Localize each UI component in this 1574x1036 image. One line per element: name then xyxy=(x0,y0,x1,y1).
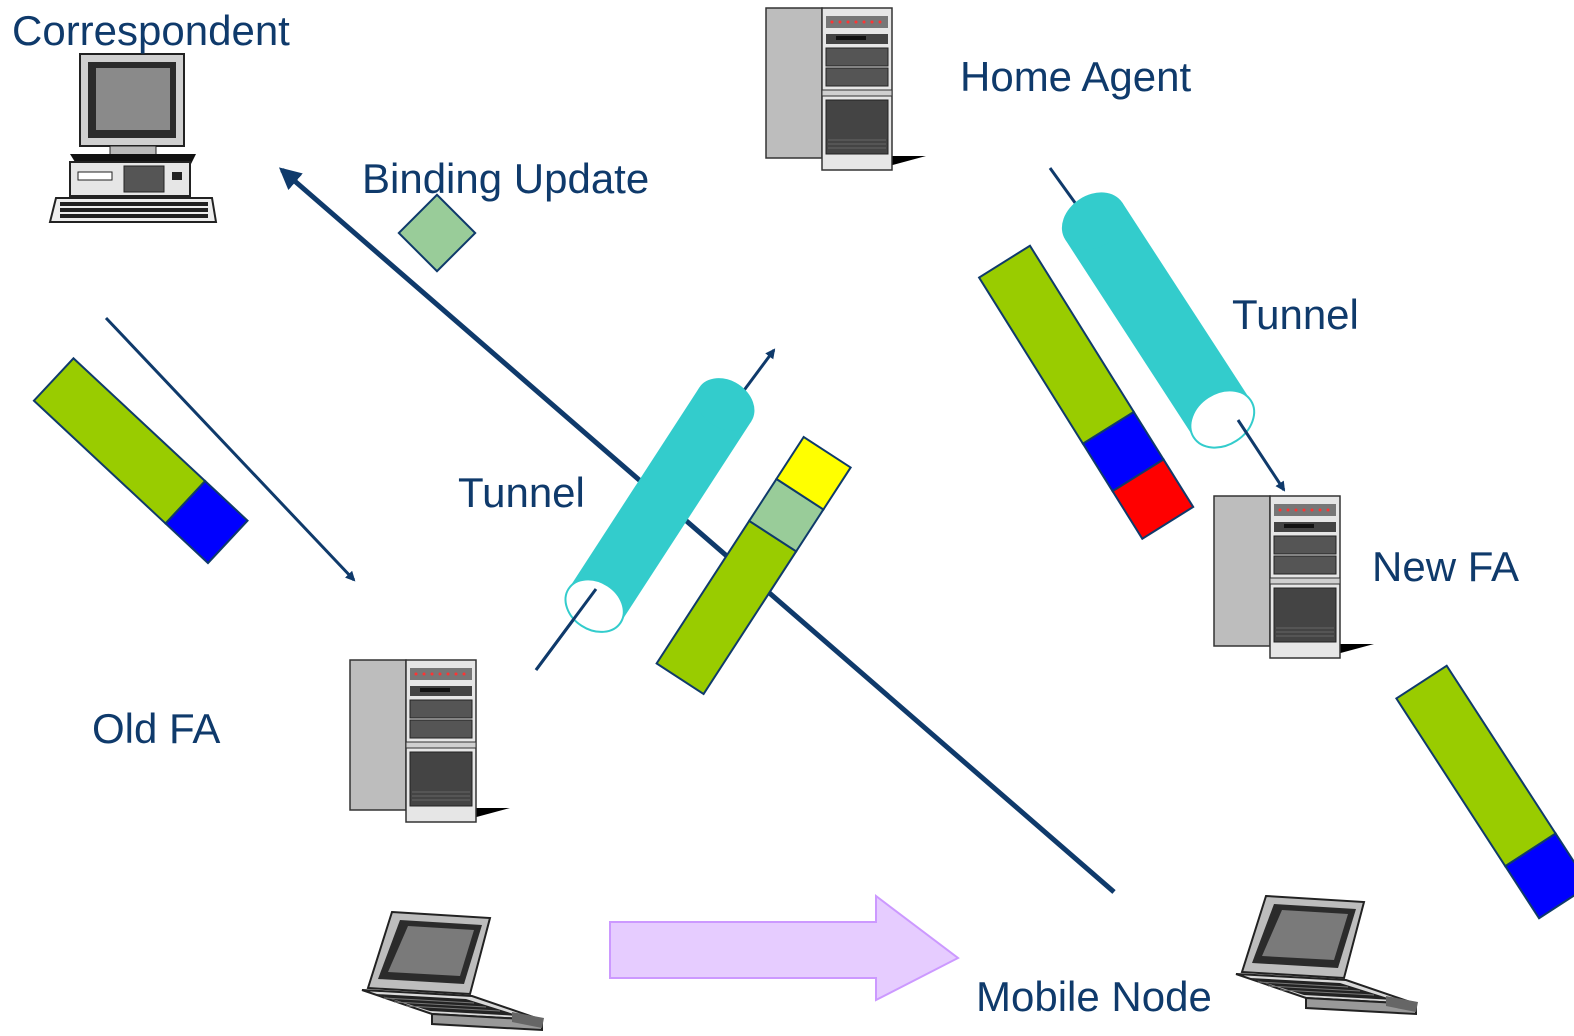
binding-update-label: Binding Update xyxy=(362,155,650,202)
packet-to-old-fa xyxy=(32,356,249,565)
tunnel-left-label: Tunnel xyxy=(458,469,585,516)
tunnel-right-label: Tunnel xyxy=(1232,291,1359,338)
mobile-node-new-laptop-icon xyxy=(1235,895,1419,1015)
tunnel-right xyxy=(1061,192,1256,449)
old-fa-label: Old FA xyxy=(92,705,221,752)
mobile-node-label: Mobile Node xyxy=(976,973,1212,1020)
binding-update-arrow xyxy=(278,167,1116,894)
tunnel-right-arrow xyxy=(1236,419,1286,492)
packet-from-home-agent xyxy=(977,244,1195,541)
packet-tunneled-to-new-fa xyxy=(655,435,853,696)
correspondent-label: Correspondent xyxy=(12,7,290,54)
new-fa-label: New FA xyxy=(1372,543,1520,590)
movement-arrow xyxy=(609,893,960,1002)
old-fa-server-icon xyxy=(349,659,511,823)
correspondent-to-old-fa-arrow xyxy=(104,316,356,582)
packet-to-mobile-node xyxy=(1394,664,1574,920)
mobile-node-old-laptop-icon xyxy=(361,911,545,1031)
correspondent-computer-icon xyxy=(49,53,217,223)
new-fa-server-icon xyxy=(1213,495,1375,659)
binding-update-packet xyxy=(397,193,477,273)
home-agent-server-icon xyxy=(765,7,927,171)
tunnel-left xyxy=(564,378,755,633)
home-agent-label: Home Agent xyxy=(960,53,1192,100)
